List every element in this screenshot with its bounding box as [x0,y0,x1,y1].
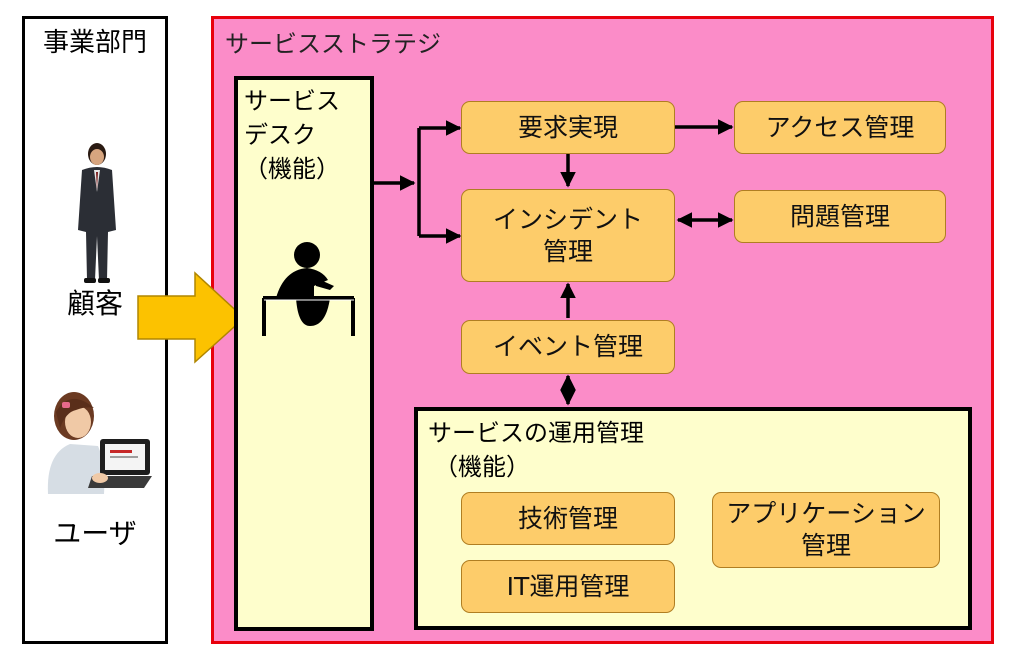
service-operation-line2: （機能） [434,453,530,481]
technical-management-label: 技術管理 [517,503,618,533]
it-operations-management-box: IT運用管理 [461,560,675,613]
service-strategy-title: サービスストラテジ [225,30,441,58]
business-department-title: 事業部門 [42,28,147,58]
service-desk-function [234,76,374,631]
user-label: ユーザ [53,517,137,550]
service-desk-line2: デスク [244,121,316,149]
event-management-box: イベント管理 [461,320,675,374]
service-desk-line1: サービス [244,87,340,115]
access-management-box: アクセス管理 [734,101,946,154]
service-operation-label: サービスの運用管理 （機能） [428,416,748,484]
application-management-box: アプリケーション 管理 [712,492,940,568]
incident-management-label-1: インシデント [492,204,643,234]
access-management-label: アクセス管理 [765,112,915,142]
service-desk-agent-icon [262,242,355,336]
it-operations-management-label: IT運用管理 [506,571,630,601]
event-management-label: イベント管理 [492,332,643,361]
service-desk-label: サービス デスク （機能） [244,84,369,186]
service-operation-line1: サービスの運用管理 [428,419,644,447]
customer-label: 顧客 [66,287,123,320]
application-management-label-2: 管理 [800,531,851,560]
service-desk-line3: （機能） [244,155,340,183]
incident-management-label-2: 管理 [542,236,593,266]
request-fulfilment-box: 要求実現 [461,101,675,154]
technical-management-box: 技術管理 [461,492,675,545]
businessman-icon [78,143,116,283]
flow-arrow-icon [137,271,246,364]
user-at-laptop-icon [47,392,152,494]
incident-management-box: インシデント 管理 [461,189,675,282]
application-management-label-1: アプリケーション [726,499,926,528]
request-fulfilment-label: 要求実現 [517,112,618,142]
problem-management-box: 問題管理 [734,190,946,243]
problem-management-label: 問題管理 [789,201,890,231]
